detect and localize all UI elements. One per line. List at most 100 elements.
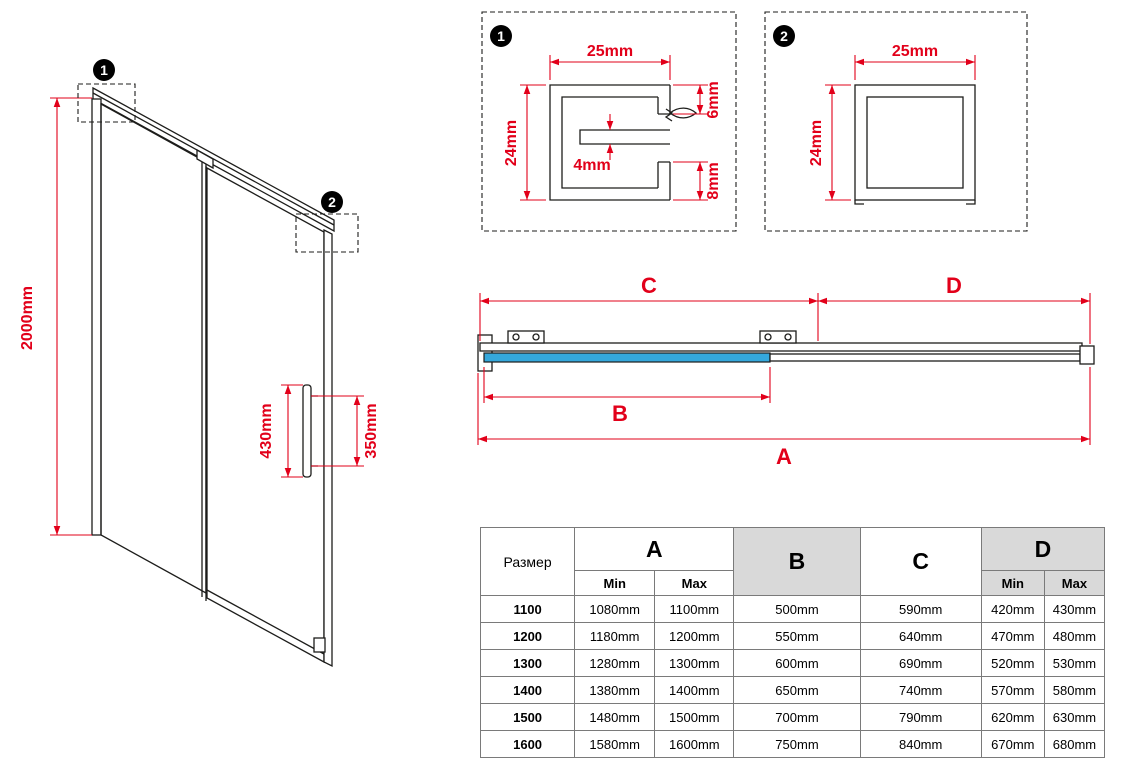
right-wall-top — [657, 85, 671, 115]
cell-b: 600mm — [733, 649, 861, 677]
detail-1-border — [481, 11, 737, 232]
glass-slot — [579, 129, 670, 145]
detail-1-panel: 1 25mm 24mm 6mm 8mm 4mm — [481, 11, 737, 232]
cell-d-min: 570mm — [980, 676, 1045, 704]
dim-top-right: 6mm — [705, 81, 722, 118]
door-structure — [91, 86, 335, 668]
seal-gasket — [668, 107, 697, 119]
cell-size: 1600 — [479, 730, 576, 758]
cell-b: 650mm — [733, 676, 861, 704]
profile-outer — [854, 84, 976, 201]
bottom-guide — [313, 637, 326, 653]
top-view-drawing: C D B A — [477, 275, 1095, 469]
detail-2-number: 2 — [780, 28, 788, 44]
top-view-dimensions: C D B A — [477, 275, 1091, 469]
dim-line-handle-outer — [281, 384, 303, 478]
iso-door-drawing: 2000mm 430mm 350mm 1 2 — [19, 59, 380, 668]
col-header-b: B — [733, 527, 861, 596]
callout-box-1 — [77, 83, 136, 123]
dim-bottom-right: 8mm — [705, 162, 722, 199]
cell-b: 750mm — [733, 730, 861, 758]
cell-a-min: 1180mm — [574, 622, 656, 650]
detail-2-badge — [773, 25, 795, 47]
cell-a-max: 1600mm — [654, 730, 735, 758]
cell-size: 1200 — [479, 622, 576, 650]
mid-stile — [201, 162, 207, 601]
iso-dimensions: 2000mm 430mm 350mm — [19, 97, 380, 536]
dim-b-label: B — [612, 401, 628, 426]
cell-a-min: 1480mm — [574, 703, 656, 731]
track-profile-section — [549, 84, 697, 201]
dim-handle-inner: 350mm — [363, 403, 380, 458]
dim-line-height — [520, 84, 546, 201]
cell-a-min: 1080mm — [574, 595, 656, 623]
cell-a-max: 1100mm — [654, 595, 735, 623]
callout-box-2 — [295, 213, 359, 253]
col-header-size: Размер — [479, 527, 576, 596]
cell-c: 740mm — [859, 676, 982, 704]
cell-a-min: 1580mm — [574, 730, 656, 758]
profile-inner — [866, 96, 964, 189]
cell-c: 590mm — [859, 595, 982, 623]
cell-a-max: 1200mm — [654, 622, 735, 650]
cell-c: 690mm — [859, 649, 982, 677]
cell-d-max: 430mm — [1043, 595, 1106, 623]
cell-c: 840mm — [859, 730, 982, 758]
roller-clip — [196, 148, 214, 170]
a-min-header: Min — [574, 570, 656, 596]
dim-slot: 4mm — [573, 157, 610, 174]
cell-d-min: 620mm — [980, 703, 1045, 731]
cell-d-max: 680mm — [1043, 730, 1106, 758]
d-max-header: Max — [1043, 570, 1106, 596]
roller-wheel — [512, 333, 520, 341]
dim-line-height — [50, 97, 92, 536]
cell-a-min: 1380mm — [574, 676, 656, 704]
cell-size: 1300 — [479, 649, 576, 677]
table-row: 1100 1080mm 1100mm 500mm 590mm 420mm 430… — [479, 595, 1106, 623]
handle-stems — [311, 395, 318, 467]
dim-line-bottom-right — [673, 161, 708, 201]
detail-1-number: 1 — [497, 28, 505, 44]
cell-b: 550mm — [733, 622, 861, 650]
dim-line-a — [477, 367, 1091, 445]
roller-wheel — [532, 333, 540, 341]
cell-c: 790mm — [859, 703, 982, 731]
right-wall-bottom — [657, 161, 671, 200]
profile-feet — [854, 200, 976, 205]
d-min-header: Min — [980, 570, 1045, 596]
dim-handle-outer: 430mm — [258, 403, 275, 458]
dim-d-label: D — [946, 275, 962, 298]
cell-d-max: 530mm — [1043, 649, 1106, 677]
dim-line-b — [483, 367, 771, 403]
right-stile — [323, 228, 333, 668]
cell-a-max: 1400mm — [654, 676, 735, 704]
end-cap — [1079, 345, 1095, 365]
cell-d-max: 480mm — [1043, 622, 1106, 650]
col-header-d: D — [980, 527, 1106, 571]
marker-2-number: 2 — [328, 194, 336, 210]
detail-1-badge — [490, 25, 512, 47]
roller-wheel — [764, 333, 772, 341]
cell-size: 1100 — [479, 595, 576, 623]
detail-2-dimensions: 25mm 24mm — [808, 43, 976, 201]
bottom-seal-line — [206, 589, 325, 655]
cell-d-max: 580mm — [1043, 676, 1106, 704]
door-handle — [302, 384, 312, 478]
cell-d-min: 670mm — [980, 730, 1045, 758]
marker-1-number: 1 — [100, 62, 108, 78]
dim-a-label: A — [776, 444, 792, 469]
table-row: 1600 1580mm 1600mm 750mm 840mm 670mm 680… — [479, 730, 1106, 758]
cell-b: 500mm — [733, 595, 861, 623]
size-table-wrap: Размер A B C D Min Max Min Max 1100 1080… — [479, 527, 1106, 758]
cell-b: 700mm — [733, 703, 861, 731]
col-header-c: C — [859, 527, 982, 596]
col-header-a: A — [574, 527, 735, 571]
detail-2-border — [764, 11, 1028, 232]
top-track — [479, 342, 1083, 352]
callout-markers: 1 2 — [77, 59, 359, 253]
fixed-glass-panel — [100, 102, 207, 595]
cell-d-min: 470mm — [980, 622, 1045, 650]
dim-profile-height: 24mm — [808, 120, 825, 166]
cell-size: 1500 — [479, 703, 576, 731]
sliding-glass-panel — [483, 352, 771, 363]
